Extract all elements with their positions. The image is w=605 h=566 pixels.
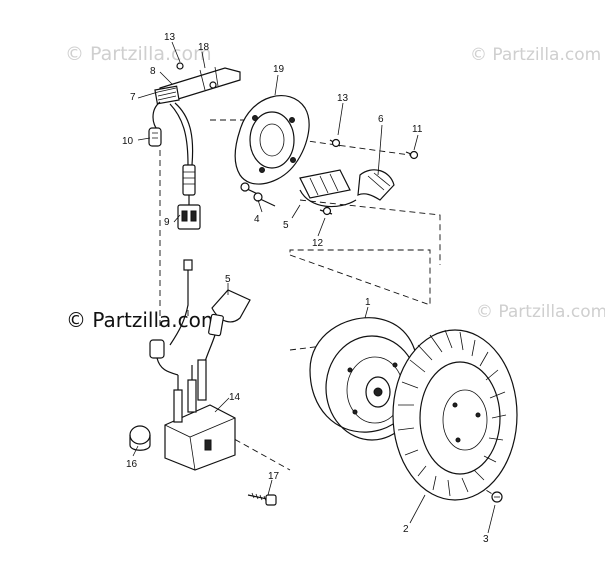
leader-lines [132, 41, 496, 534]
watermark-right-middle: © Partzilla.com [476, 302, 605, 322]
pickup-coil [152, 85, 194, 166]
charging-coil [299, 169, 395, 208]
callouts: 13 18 8 7 10 9 19 13 6 11 4 5 12 1 5 14 … [122, 32, 489, 545]
callout-7: 7 [130, 92, 136, 103]
callout-16: 16 [126, 459, 138, 470]
callout-4: 4 [254, 214, 260, 225]
watermark-top-right: © Partzilla.com [470, 45, 601, 65]
stator-plate [234, 95, 310, 185]
flywheel [309, 317, 419, 441]
callout-5-upper: 5 [283, 220, 289, 231]
callout-2: 2 [403, 524, 409, 535]
spark-plug-cap [199, 289, 251, 381]
callout-10: 10 [122, 136, 134, 147]
mounting-bolt [247, 492, 277, 506]
callout-9: 9 [164, 217, 170, 228]
fan-screw [491, 491, 503, 503]
callout-17: 17 [268, 471, 280, 482]
ignition-coil [164, 359, 236, 471]
callout-13-mid: 13 [337, 93, 349, 104]
watermark-top-left: © Partzilla.com [65, 43, 212, 65]
callout-19: 19 [273, 64, 285, 75]
callout-8: 8 [150, 66, 156, 77]
callout-12: 12 [312, 238, 324, 249]
connector-block [177, 164, 201, 230]
callout-11: 11 [412, 124, 423, 135]
callout-13-top: 13 [164, 32, 176, 43]
coil-wires [149, 259, 193, 376]
callout-1: 1 [365, 297, 371, 308]
callout-6: 6 [378, 114, 384, 125]
spacer-bushing [129, 425, 151, 451]
watermark-middle: © Partzilla.com [66, 308, 220, 332]
callout-5-lower: 5 [225, 274, 231, 285]
callout-3: 3 [483, 534, 489, 545]
callout-14: 14 [229, 392, 241, 403]
wire-connector [148, 127, 162, 147]
bracket-assembly [159, 62, 241, 101]
callout-18: 18 [198, 42, 210, 53]
cooling-fan [392, 329, 518, 501]
